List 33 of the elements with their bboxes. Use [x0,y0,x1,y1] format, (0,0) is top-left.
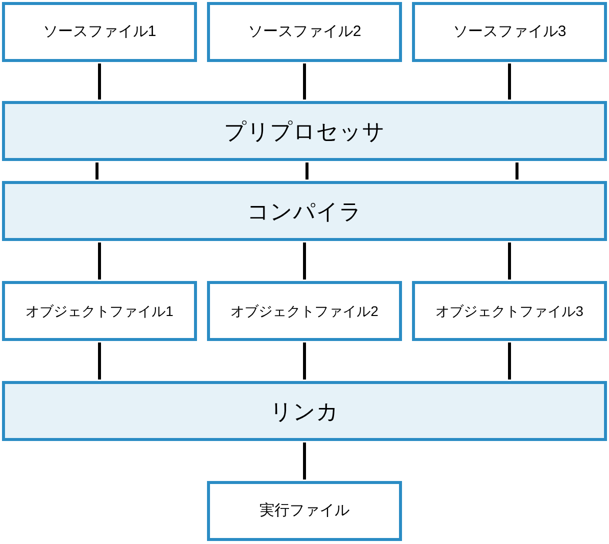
node-label: リンカ [270,398,339,426]
node-label: オブジェクトファイル2 [230,302,378,320]
connector-line [306,162,308,180]
connector-line [303,242,306,280]
connector-line [96,162,98,180]
connector-line [98,342,101,380]
node-label: プリプロセッサ [224,118,385,146]
file-box [207,481,402,541]
file-box [412,281,607,341]
file-box [207,2,402,62]
file-box [412,2,607,62]
node-label: コンパイラ [247,198,362,226]
process-band [2,181,607,241]
process-band [2,381,607,441]
connector-line [516,162,518,180]
node-label: 実行ファイル [260,500,350,521]
process-band [2,101,607,161]
connector-line [508,64,511,100]
node-label: オブジェクトファイル3 [436,302,584,320]
connector-line [98,64,101,100]
connector-line [303,342,306,380]
connector-line [98,242,101,280]
node-label: ソースファイル3 [452,22,566,42]
node-label: ソースファイル2 [248,22,362,42]
connector-line [303,64,306,100]
node-label: ソースファイル1 [42,22,156,42]
connector-line [303,442,306,480]
connector-line [508,342,511,380]
file-box [2,281,197,341]
file-box [2,2,197,62]
node-label: オブジェクトファイル1 [26,302,174,320]
file-box [207,281,402,341]
connector-line [508,242,511,280]
